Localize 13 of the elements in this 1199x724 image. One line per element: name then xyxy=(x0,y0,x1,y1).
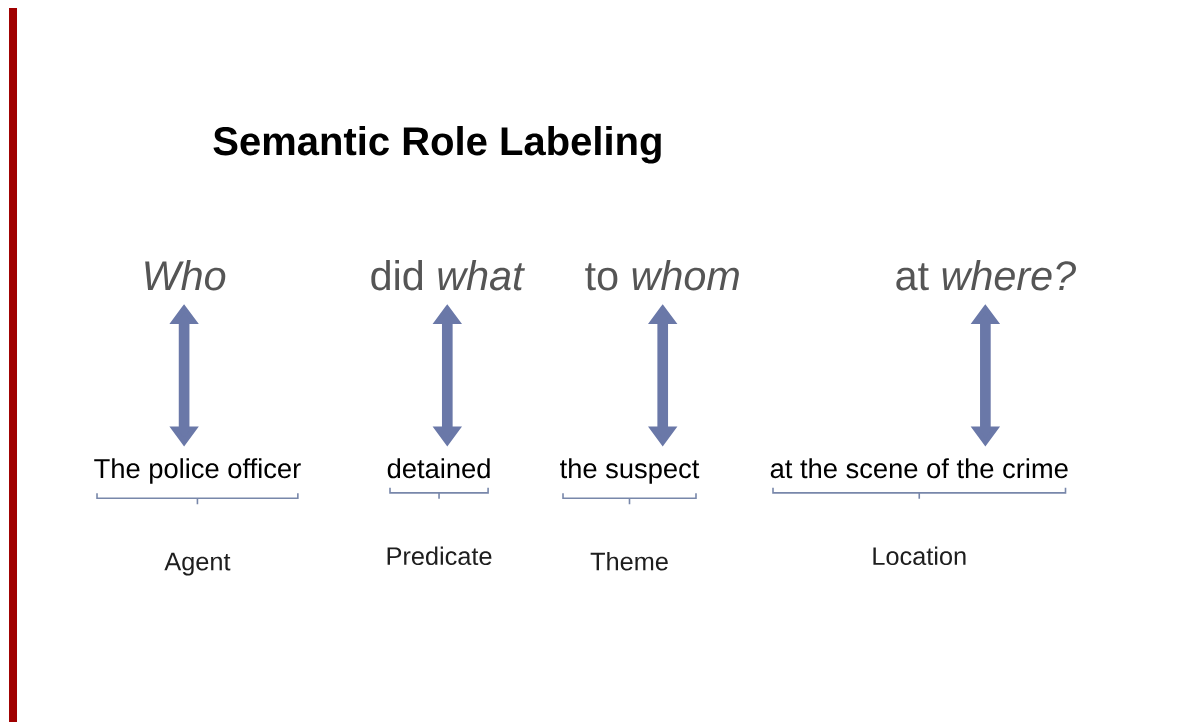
sentence-phrase: detained xyxy=(387,458,490,479)
sentence-phrase: at the scene of the crime xyxy=(770,458,1068,479)
role-label: Location xyxy=(873,546,966,566)
sentence-phrase: the suspect xyxy=(560,458,700,484)
role-label: Agent xyxy=(164,552,231,576)
title: Semantic Role Labeling xyxy=(213,126,661,164)
role-label: Theme xyxy=(590,551,668,571)
role-label: Predicate xyxy=(387,546,492,566)
sentence-phrase: The police officer xyxy=(94,458,301,484)
question-phrase: at where? xyxy=(896,260,1076,291)
question-phrase: Who xyxy=(145,260,226,291)
question-phrase: to whom xyxy=(585,260,739,291)
question-phrase: did what xyxy=(371,260,525,291)
